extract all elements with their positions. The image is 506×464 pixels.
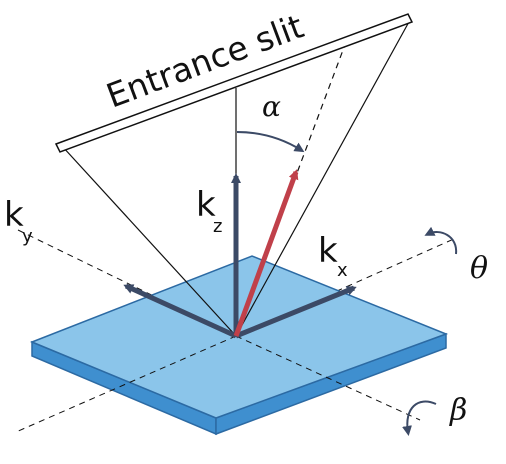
alpha-angle-arc bbox=[236, 131, 305, 153]
sample-slab bbox=[29, 255, 449, 436]
kx-label: k bbox=[318, 231, 338, 271]
beta-label: β bbox=[449, 393, 467, 428]
ky-arrow bbox=[123, 283, 238, 339]
kz-subscript: z bbox=[213, 216, 222, 237]
kx-axis-line-upper bbox=[235, 237, 457, 337]
beta-rotation-arrow bbox=[402, 400, 437, 436]
kz-label: k bbox=[196, 185, 216, 225]
entrance-slit-bar bbox=[54, 13, 414, 153]
cone-edge-right bbox=[235, 19, 411, 337]
ky-axis-line-lower bbox=[235, 335, 421, 421]
alpha-label: α bbox=[262, 90, 281, 123]
photoelectron-arrow bbox=[233, 169, 299, 337]
kx-axis-line-lower bbox=[15, 335, 237, 433]
ky-label: k bbox=[4, 195, 24, 235]
theta-label: θ bbox=[470, 251, 488, 286]
kx-arrow bbox=[235, 285, 357, 339]
kx-subscript: x bbox=[337, 260, 348, 281]
theta-rotation-arrow bbox=[424, 226, 458, 255]
ky-subscript: y bbox=[22, 226, 33, 247]
cone-edge-left bbox=[61, 145, 237, 337]
